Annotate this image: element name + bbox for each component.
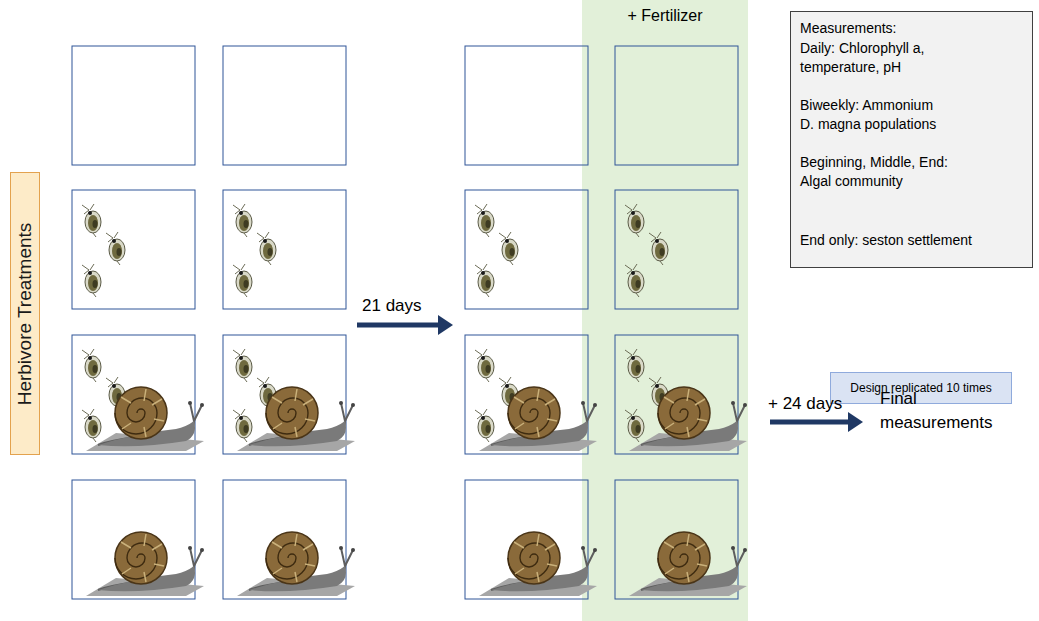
fertilizer-band-fill [582, 0, 748, 621]
final-step-label: Final measurements [880, 387, 1010, 435]
daphnia-icon [625, 409, 644, 442]
replication-note: Design replicated 10 times [830, 372, 1012, 404]
node-text: Beginning, Middle, End: [800, 153, 1023, 172]
snail-icon [629, 387, 747, 451]
node-text: Herbivore Treatments [14, 222, 36, 405]
daphnia-icon [475, 204, 494, 237]
daphnia-icon [475, 349, 494, 382]
node-text: Algal community [800, 172, 1023, 191]
daphnia-icon [233, 264, 252, 297]
mesocosm-square [72, 190, 195, 309]
daphnia-icon [625, 349, 644, 382]
node-text: Biweekly: Ammonium [800, 96, 1023, 115]
snail-icon [479, 532, 597, 596]
snail-icon [479, 387, 597, 451]
node-text: End only: seston settlement [800, 231, 1023, 250]
box-heading: Measurements: [800, 19, 1023, 38]
fertilizer-band: + Fertilizer [582, 0, 748, 34]
daphnia-icon [233, 349, 252, 382]
daphnia-icon [475, 409, 494, 442]
node-text: D. magna populations [800, 115, 1023, 134]
daphnia-icon [649, 232, 668, 265]
mesocosm-square [465, 46, 588, 165]
mesocosm-square [223, 190, 346, 309]
node-text: Design replicated 10 times [850, 381, 991, 395]
daphnia-icon [499, 232, 518, 265]
snail-icon [86, 387, 204, 451]
mesocosm-square [615, 190, 738, 309]
mesocosm-square [223, 46, 346, 165]
treatment-label-box: Herbivore Treatments [10, 172, 40, 455]
snail-icon [629, 532, 747, 596]
measurements-box: Measurements:Daily: Chlorophyll a, tempe… [790, 11, 1033, 268]
daphnia-icon [257, 232, 276, 265]
daphnia-icon [82, 409, 101, 442]
daphnia-icon [106, 232, 125, 265]
daphnia-icon [475, 264, 494, 297]
daphnia-icon [82, 349, 101, 382]
arrow-head [438, 315, 453, 335]
daphnia-icon [233, 409, 252, 442]
daphnia-icon [233, 204, 252, 237]
mesocosm-square [465, 190, 588, 309]
daphnia-icon [625, 204, 644, 237]
daphnia-icon [82, 264, 101, 297]
duration-label: 21 days [362, 294, 422, 318]
arrow-head [848, 412, 863, 432]
arrow-shaft [770, 420, 850, 425]
daphnia-icon [82, 204, 101, 237]
node-text: + Fertilizer [582, 7, 748, 25]
mesocosm-square [615, 46, 738, 165]
arrow-shaft [357, 323, 440, 328]
daphnia-icon [625, 264, 644, 297]
node-text: Daily: Chlorophyll a, temperature, pH [800, 39, 990, 77]
snail-icon [86, 532, 204, 596]
snail-icon [237, 532, 355, 596]
snail-icon [237, 387, 355, 451]
mesocosm-square [72, 46, 195, 165]
duration-label: + 24 days [768, 392, 842, 416]
